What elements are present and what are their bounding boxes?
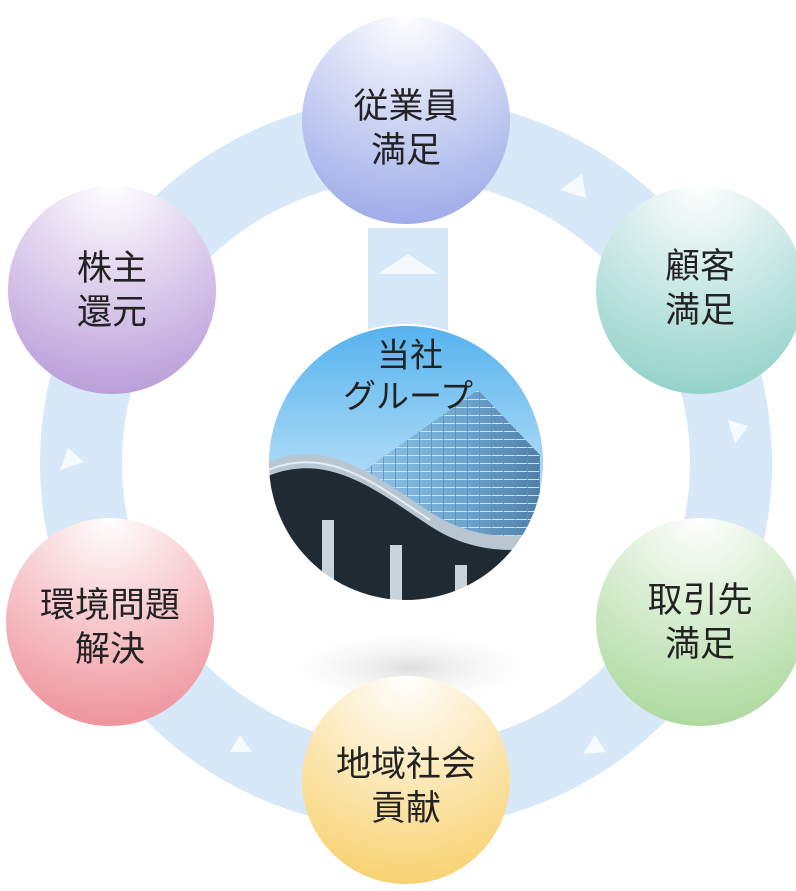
ring-chevrons — [60, 174, 748, 754]
node-shareholder-line2: 還元 — [77, 293, 147, 333]
node-employee-line1: 従業員 — [353, 87, 458, 127]
node-environment: 環境問題 解決 — [6, 518, 214, 726]
node-employee-circle — [302, 16, 510, 224]
node-partner: 取引先 満足 — [596, 518, 796, 726]
node-customer: 顧客 満足 — [596, 186, 796, 394]
node-employee-line2: 満足 — [371, 131, 441, 171]
ground-shadow — [270, 628, 550, 708]
node-community-line2: 貢献 — [371, 789, 441, 829]
node-environment-line2: 解決 — [75, 630, 145, 670]
node-community: 地域社会 貢献 — [302, 676, 510, 884]
node-employee: 従業員 満足 — [302, 16, 510, 224]
node-shareholder-circle — [8, 186, 216, 394]
node-environment-circle — [6, 518, 214, 726]
node-partner-circle — [596, 518, 796, 726]
node-shareholder-line1: 株主 — [77, 249, 147, 289]
node-community-line1: 地域社会 — [336, 745, 476, 785]
roof-canopy — [268, 462, 544, 601]
node-customer-circle — [596, 186, 796, 394]
center-label-line1: 当社 — [377, 336, 443, 375]
node-environment-line1: 環境問題 — [40, 586, 180, 626]
center-label-line2: グループ — [343, 377, 473, 416]
connector-arrow — [378, 254, 438, 274]
node-partner-line1: 取引先 — [647, 581, 752, 621]
node-shareholder: 株主 還元 — [8, 186, 216, 394]
node-customer-line1: 顧客 — [665, 247, 735, 287]
center-connector — [368, 228, 448, 343]
node-customer-line2: 満足 — [665, 291, 735, 331]
node-partner-line2: 満足 — [665, 625, 735, 665]
node-community-circle — [302, 676, 510, 884]
